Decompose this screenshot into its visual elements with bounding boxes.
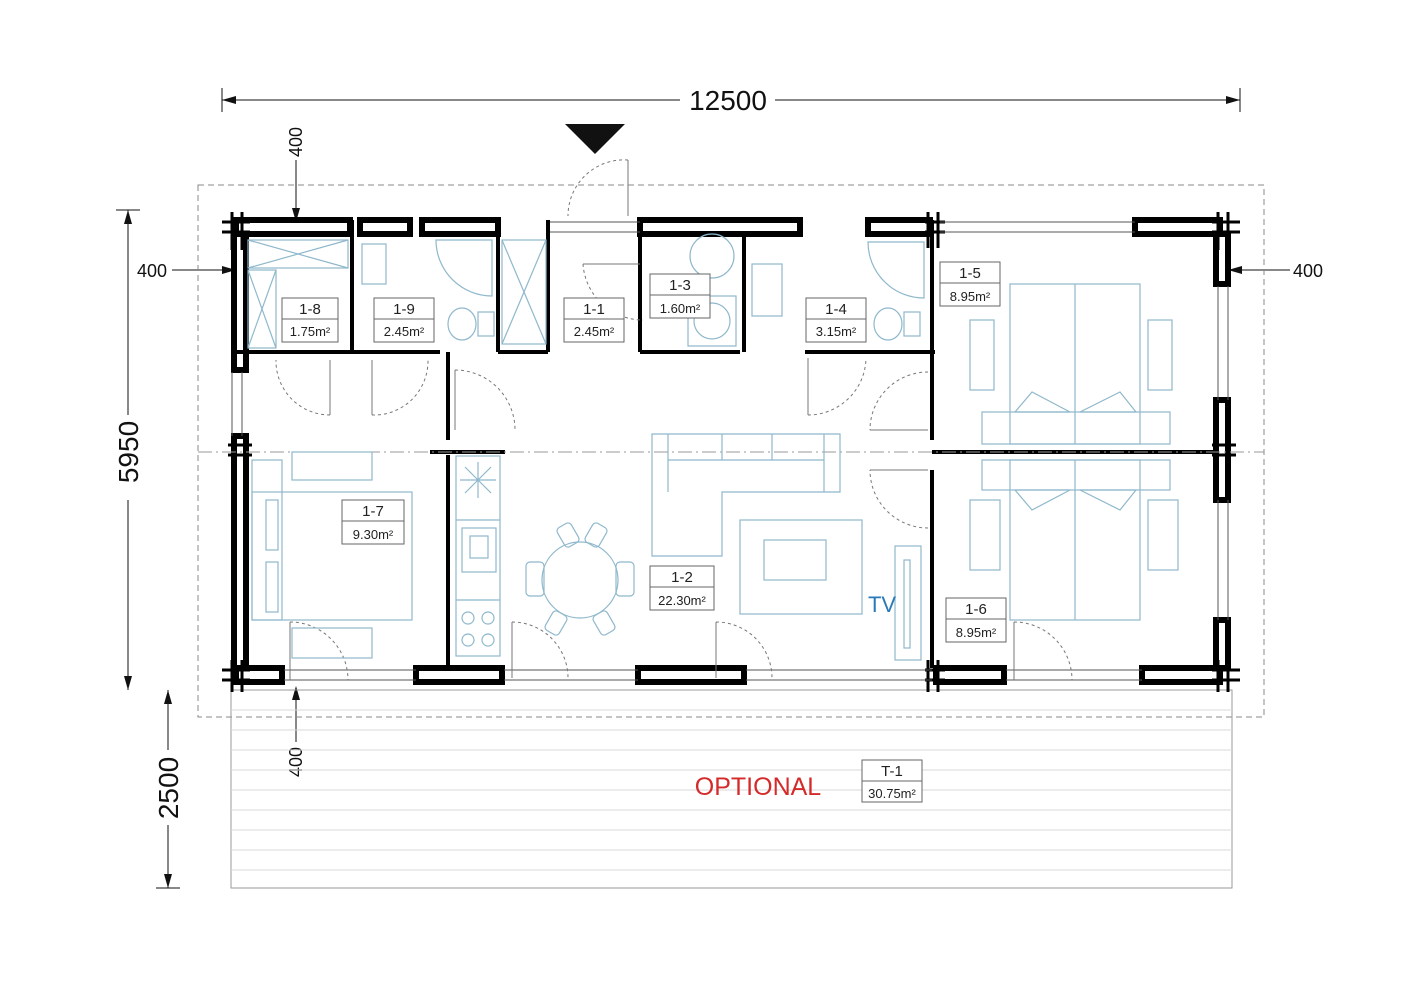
room-label-1-9: 1-9 2.45m² [373, 297, 435, 343]
svg-text:1-3: 1-3 [669, 277, 691, 294]
room-label-1-4: 1-4 3.15m² [805, 297, 867, 343]
entrance-marker-icon [565, 124, 625, 154]
terrace-id: T-1 [881, 763, 903, 780]
dimension-wall-right: 400 [1228, 261, 1323, 281]
svg-text:2.45m²: 2.45m² [574, 324, 615, 339]
svg-text:9.30m²: 9.30m² [353, 527, 394, 542]
dim-wall-bottom-label: 400 [286, 747, 306, 777]
svg-text:1-1: 1-1 [583, 301, 605, 318]
tv-label: TV [868, 592, 896, 617]
svg-text:8.95m²: 8.95m² [956, 625, 997, 640]
dimension-wall-top: 400 [286, 127, 306, 222]
dim-wall-left-label: 400 [137, 261, 167, 281]
svg-text:1-6: 1-6 [965, 601, 987, 618]
svg-text:2.45m²: 2.45m² [384, 324, 425, 339]
terrace-decking [231, 709, 1232, 871]
svg-text:3.15m²: 3.15m² [816, 324, 857, 339]
dimension-wall-bottom: 400 [286, 686, 306, 777]
svg-text:1-2: 1-2 [671, 569, 693, 586]
terrace: OPTIONAL T-1 30.75m² [230, 689, 1233, 889]
dim-width-label: 12500 [689, 85, 767, 116]
room-label-1-3: 1-3 1.60m² [649, 273, 711, 319]
roof-outline [197, 184, 1265, 718]
dimension-terrace: 2500 [153, 690, 184, 889]
svg-text:22.30m²: 22.30m² [658, 593, 706, 608]
svg-text:1.75m²: 1.75m² [290, 324, 331, 339]
svg-text:1-8: 1-8 [299, 301, 321, 318]
dimension-wall-left: 400 [137, 261, 236, 281]
dimension-width: 12500 [221, 85, 1241, 116]
terrace-area: 30.75m² [868, 786, 916, 801]
room-label-1-2: 1-2 22.30m² [649, 565, 715, 611]
svg-text:1.60m²: 1.60m² [660, 301, 701, 316]
doors [275, 159, 1073, 681]
room-label-1-1: 1-1 2.45m² [563, 297, 625, 343]
room-label-1-5: 1-5 8.95m² [939, 261, 1001, 307]
optional-label: OPTIONAL [695, 773, 822, 801]
svg-text:1-4: 1-4 [825, 301, 847, 318]
dim-wall-top-label: 400 [286, 127, 306, 157]
svg-text:8.95m²: 8.95m² [950, 289, 991, 304]
room-label-1-8: 1-8 1.75m² [281, 297, 339, 343]
room-label-1-6: 1-6 8.95m² [945, 597, 1007, 643]
room-label-1-7: 1-7 9.30m² [341, 499, 405, 545]
dim-terrace-label: 2500 [153, 757, 184, 819]
dim-depth-label: 5950 [113, 421, 144, 483]
svg-text:1-7: 1-7 [362, 503, 384, 520]
dimension-depth: 5950 [113, 209, 144, 690]
dim-wall-right-label: 400 [1293, 261, 1323, 281]
svg-text:1-9: 1-9 [393, 301, 415, 318]
svg-text:1-5: 1-5 [959, 265, 981, 282]
furniture: TV [247, 233, 1179, 661]
